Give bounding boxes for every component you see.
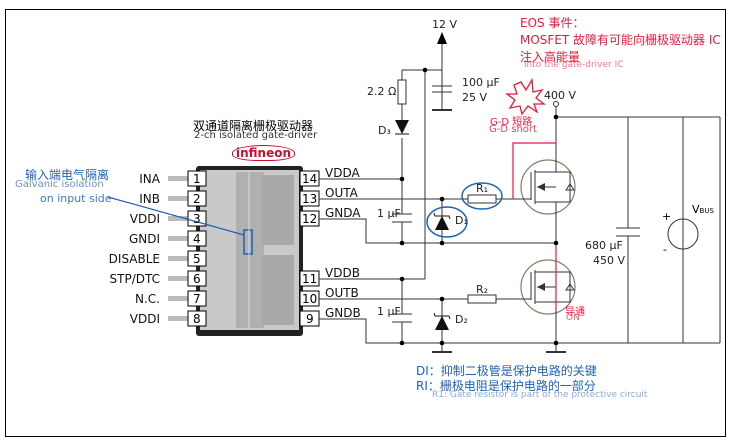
pin-number: 11 [302, 272, 318, 286]
resistor-r2 [467, 294, 497, 304]
d3-label: D₃ [378, 124, 391, 137]
pin-number: 4 [193, 232, 201, 246]
isolation-note-en-1: Galvanic isolation [15, 179, 104, 190]
gd-short-en: G-D short [489, 124, 537, 135]
pin-label: GNDB [325, 306, 361, 320]
pin-number: 13 [302, 192, 318, 206]
pin-number: 7 [193, 292, 201, 306]
pin-number: 14 [302, 172, 318, 186]
c-a-label: 1 µF [377, 207, 401, 220]
r2-label: R₂ [476, 283, 489, 296]
bottom-note-line2: RI：栅极电阻是保护电路的一部分 [416, 379, 596, 393]
vbus-subscript: BUS [699, 207, 714, 215]
gd-short-path [512, 142, 556, 199]
ic-package [196, 166, 303, 336]
highlight-d1 [426, 206, 468, 238]
pin-number: 10 [302, 292, 318, 306]
resistor-r1 [467, 194, 497, 204]
vbus-plus: + [662, 210, 672, 223]
gd-short-cn: G-D 短路 [490, 117, 533, 128]
terminal-400v [553, 101, 559, 107]
pin-label: VDDB [325, 266, 360, 280]
supply-12v-label: 12 V [432, 18, 458, 31]
isolation-pointer [107, 196, 245, 236]
title-en: 2-ch isolated gate-driver [194, 130, 318, 141]
pin-number: 8 [193, 312, 201, 326]
r1-label: R₁ [476, 182, 489, 195]
diode-d1-icon [435, 216, 449, 230]
eos-note-ghost: into the gate-driver IC [524, 60, 624, 70]
supply-arrow-icon [437, 32, 447, 44]
eos-note-line2: MOSFET 故障有可能向栅极驱动器 IC [520, 33, 721, 47]
c-dc-voltage: 450 V [593, 254, 626, 267]
diode-d3-icon [395, 120, 409, 134]
eos-note-line1: EOS 事件： [520, 16, 585, 30]
isolation-barrier-marker [243, 229, 253, 255]
c-bulk-value: 100 µF [462, 76, 500, 89]
pin-label: VDDI [129, 212, 160, 226]
pin-number: 12 [302, 212, 318, 226]
capacitor-1uf-b [392, 313, 412, 323]
pin-number: 1 [193, 172, 201, 186]
capacitor-1uf-a [392, 213, 412, 223]
left-leads [168, 176, 188, 321]
pin-label: INA [139, 172, 160, 186]
pin-number: 3 [193, 212, 201, 226]
pin-label: GNDI [128, 232, 160, 246]
pin-label: DISABLE [108, 252, 160, 266]
d1-label: D₁ [455, 214, 468, 227]
resistor-bootstrap [397, 79, 407, 105]
infineon-logo: infineon [232, 145, 296, 161]
highlight-r1 [461, 182, 503, 210]
pin-label: GNDA [325, 206, 361, 220]
eos-note-line3: 注入高能量 [520, 50, 581, 64]
pin-label: OUTA [325, 186, 358, 200]
pin-number: 9 [306, 312, 314, 326]
pin-label: VDDA [325, 166, 360, 180]
mosfet-high-side [520, 159, 576, 236]
pin-label: STP/DTC [109, 272, 160, 286]
r-bootstrap-label: 2.2 Ω [367, 85, 397, 98]
diagram-frame [5, 9, 726, 437]
explosion-icon [505, 77, 546, 116]
d2-label: D₂ [455, 313, 468, 326]
pin-label: INB [139, 192, 160, 206]
left-pin-boxes [187, 170, 207, 327]
pin-number: 5 [193, 252, 201, 266]
on-cn: 导通 [565, 307, 585, 318]
c-dc-value: 680 µF [585, 239, 623, 252]
isolation-note-cn: 输入端电气隔离 [25, 168, 110, 182]
c-bulk-voltage: 25 V [462, 91, 488, 104]
isolation-note-en-2: on input side [40, 192, 112, 205]
title-cn: 双通道隔离栅极驱动器 [193, 119, 314, 133]
pin-number: 2 [193, 192, 201, 206]
vbus-label: VBUS [692, 203, 714, 216]
bottom-note-line1: DI：抑制二极管是保护电路的关键 [416, 364, 597, 378]
pin-number: 6 [193, 272, 201, 286]
v400-label: 400 V [544, 89, 577, 102]
mosfet-low-side [520, 259, 576, 336]
vbus-minus: - [663, 243, 667, 256]
pin-label: VDDI [129, 312, 160, 326]
on-en: ON [566, 313, 580, 323]
capacitor-100uf [432, 85, 452, 111]
bottom-note-ghost: R1: Gate resistor is part of the protect… [432, 390, 648, 400]
junction-dots [399, 67, 559, 346]
pin-label: OUTB [325, 286, 359, 300]
pin-label: N.C. [135, 292, 160, 306]
diode-d2-icon [435, 316, 449, 330]
vbus-symbol: V [692, 203, 700, 216]
capacitor-680uf [616, 227, 640, 237]
c-b-label: 1 µF [377, 305, 401, 318]
